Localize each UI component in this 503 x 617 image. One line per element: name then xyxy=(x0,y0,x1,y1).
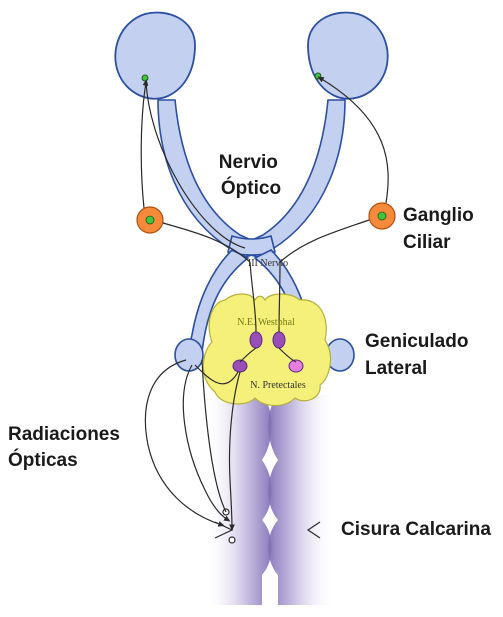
geniculado-lateral-line2: Lateral xyxy=(365,358,427,379)
iii-nervio-label: III Nervio xyxy=(248,258,288,269)
ganglio-ciliar-line2: Ciliar xyxy=(403,232,451,253)
nervio-optico-label: Nervio Óptico xyxy=(219,152,283,199)
left-lateral-geniculate xyxy=(175,339,203,371)
geniculado-lateral-line1: Geniculado xyxy=(365,331,468,352)
ne-westphal-label: N.E. Westphal xyxy=(237,317,295,328)
ganglio-ciliar-line1: Ganglio xyxy=(403,205,474,226)
geniculado-lateral-label: Geniculado Lateral xyxy=(365,331,474,379)
ew-nucleus-left-icon xyxy=(250,332,262,348)
radiaciones-opticas-line1: Radiaciones xyxy=(8,424,120,445)
ganglio-ciliar-label: Ganglio Ciliar xyxy=(403,205,479,253)
ew-nucleus-right-icon xyxy=(273,332,285,348)
nervio-optico-line2: Óptico xyxy=(221,177,281,199)
left-eye xyxy=(115,12,195,98)
n-pretectales-label: N. Pretectales xyxy=(250,380,306,391)
nervio-optico-line1: Nervio xyxy=(219,152,278,173)
left-retina-cell-icon xyxy=(142,75,148,81)
eyes xyxy=(115,12,387,98)
cisura-calcarina-label: Cisura Calcarina xyxy=(341,519,491,540)
radiaciones-opticas-label: Radiaciones Ópticas xyxy=(8,424,125,471)
right-occipital-lobe xyxy=(268,395,335,605)
left-occipital-lobe xyxy=(205,395,272,605)
left-ciliary-to-eye-fiber xyxy=(141,82,146,208)
right-eye xyxy=(308,12,388,98)
radiaciones-opticas-line2: Ópticas xyxy=(8,449,78,471)
ciliary-ganglia xyxy=(137,203,395,233)
occipital-cortex xyxy=(205,395,335,605)
